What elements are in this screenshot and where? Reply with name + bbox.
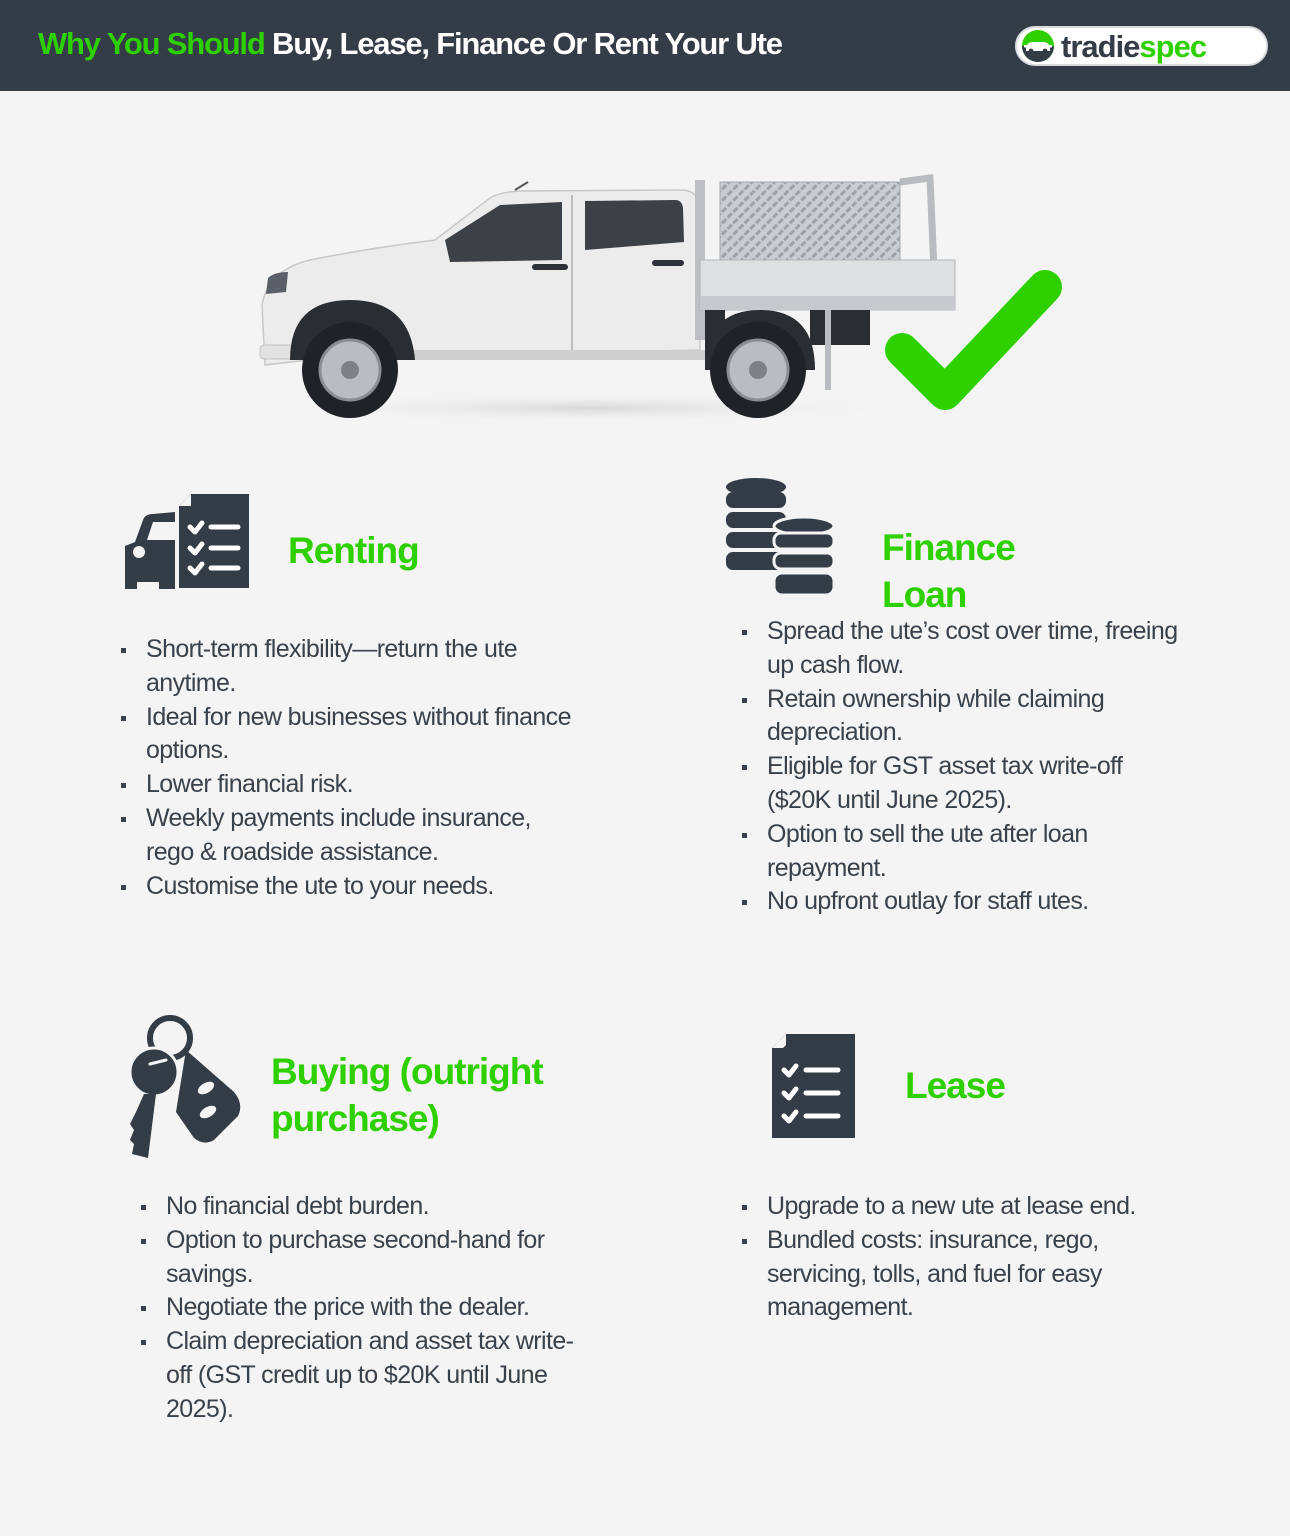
title-accent: Why You Should [38, 26, 266, 61]
list-item: Customise the ute to your needs. [121, 870, 581, 904]
list-item: No financial debt burden. [141, 1190, 591, 1224]
checklist-document-icon [772, 1034, 855, 1138]
coin-stacks-icon [726, 478, 836, 597]
finance-bullet-list: Spread the ute’s cost over time, freeing… [742, 615, 1192, 919]
list-item: Option to purchase second-hand for savin… [141, 1224, 591, 1292]
section-title-lease: Lease [905, 1065, 1006, 1106]
section-title-finance-loan: Finance Loan [882, 527, 1016, 615]
car-checklist-icon [125, 494, 249, 589]
green-checkmark-icon [885, 270, 1062, 410]
list-item: Lower financial risk. [121, 768, 581, 802]
list-item: Bundled costs: insurance, rego, servicin… [742, 1224, 1202, 1325]
list-item: Option to sell the ute after loan repaym… [742, 818, 1192, 886]
list-item: Upgrade to a new ute at lease end. [742, 1190, 1202, 1224]
page-title: Why You Should Buy, Lease, Finance Or Re… [38, 26, 783, 62]
list-item: Weekly payments include insurance, rego … [121, 802, 581, 870]
list-item: Eligible for GST asset tax write-off ($2… [742, 750, 1192, 818]
list-item: Claim depreciation and asset tax write-o… [141, 1325, 591, 1426]
logo-wordmark: tradiespec [1061, 28, 1207, 64]
front-wheel [302, 322, 398, 418]
renting-bullet-list: Short-term flexibility—return the ute an… [121, 633, 581, 903]
rear-wheel [710, 322, 806, 418]
list-item: Spread the ute’s cost over time, freeing… [742, 615, 1192, 683]
list-item: Retain ownership while claiming deprecia… [742, 683, 1192, 751]
list-item: Ideal for new businesses without finance… [121, 701, 581, 769]
header-bar: Why You Should Buy, Lease, Finance Or Re… [0, 0, 1290, 91]
car-keys-icon [128, 1015, 241, 1158]
car-dome-logo-icon [1022, 30, 1054, 62]
section-title-renting: Renting [288, 530, 420, 571]
section-title-buying: Buying (outright purchase) [271, 1051, 544, 1139]
title-rest: Buy, Lease, Finance Or Rent Your Ute [272, 26, 783, 61]
buying-bullet-list: No financial debt burden. Option to purc… [141, 1190, 591, 1427]
ute-illustration [259, 174, 1062, 424]
list-item: Short-term flexibility—return the ute an… [121, 633, 581, 701]
list-item: No upfront outlay for staff utes. [742, 885, 1192, 919]
tradiespec-logo[interactable]: tradiespec [1015, 26, 1268, 66]
list-item: Negotiate the price with the dealer. [141, 1291, 591, 1325]
lease-bullet-list: Upgrade to a new ute at lease end. Bundl… [742, 1190, 1202, 1325]
